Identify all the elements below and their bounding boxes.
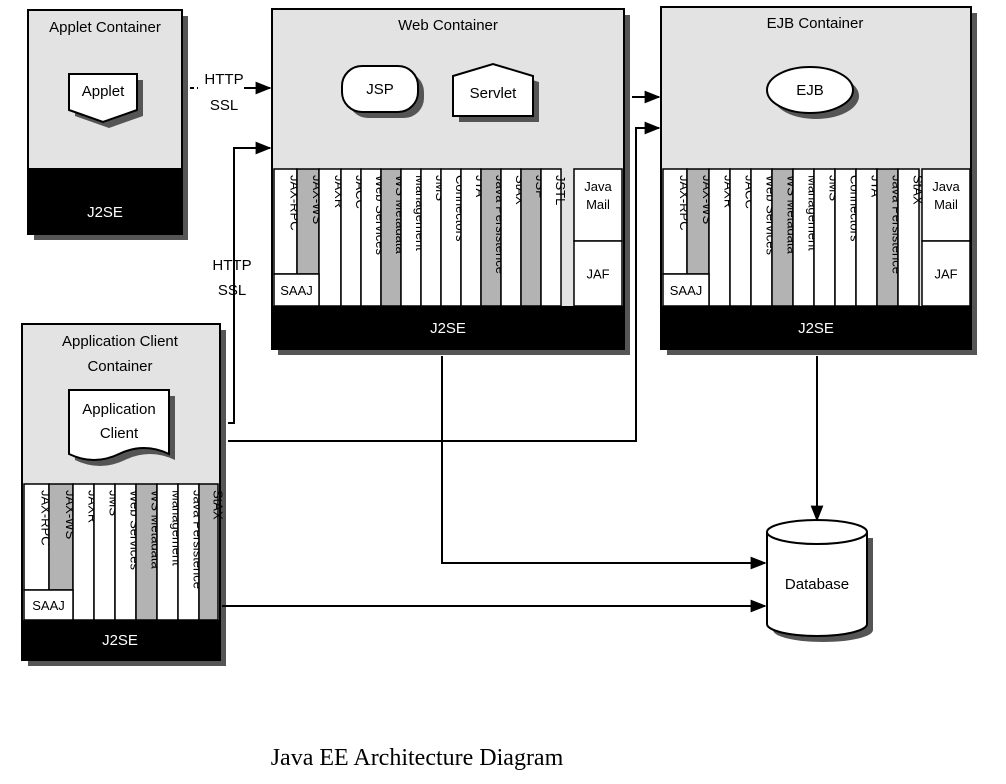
- saaj-label: SAAJ: [32, 598, 65, 613]
- api-label-jstl: JSTL: [553, 175, 568, 205]
- applet-component: Applet: [68, 73, 143, 128]
- applet-container-title: Applet Container: [49, 19, 161, 36]
- web-to-database-arrow: [441, 356, 767, 570]
- database-label: Database: [785, 576, 849, 593]
- client-to-web-arrow: [228, 141, 272, 424]
- saaj-label: SAAJ: [280, 283, 313, 298]
- web-container-title: Web Container: [398, 17, 498, 34]
- connectors: [190, 81, 824, 613]
- jaf-label: JAF: [934, 267, 957, 282]
- java-mail-box: [921, 168, 971, 242]
- app-client-component: Application Client: [68, 389, 175, 466]
- saaj-label: SAAJ: [670, 283, 703, 298]
- servlet-label: Servlet: [470, 85, 518, 102]
- ejb-j2se-label: J2SE: [798, 320, 834, 337]
- web-j2se-label: J2SE: [430, 320, 466, 337]
- ssl-label-bottom: SSL: [218, 282, 246, 299]
- java-mail-label: Mail: [586, 197, 610, 212]
- http-label-top: HTTP: [204, 71, 243, 88]
- client-to-ejb-arrow: [228, 121, 661, 442]
- jaf-box: [921, 240, 971, 307]
- app-client-label-line2: Client: [100, 425, 139, 442]
- ssl-label-top: SSL: [210, 97, 238, 114]
- saaj-box: [662, 273, 710, 307]
- java-mail-label: Java: [584, 179, 612, 194]
- applet-j2se-label: J2SE: [87, 204, 123, 221]
- protocol-labels-top: HTTP SSL: [204, 71, 243, 114]
- ejb-container-title: EJB Container: [767, 15, 864, 32]
- jaf-label: JAF: [586, 267, 609, 282]
- java-mail-label: Mail: [934, 197, 958, 212]
- app-client-title-line1: Application Client: [62, 333, 179, 350]
- applet-container: Applet Container Applet J2SE: [27, 9, 188, 240]
- jsp-label: JSP: [366, 81, 394, 98]
- app-client-title-line2: Container: [87, 358, 152, 375]
- api-cell-jax-rpc: [23, 483, 50, 591]
- http-label-bottom: HTTP: [212, 257, 251, 274]
- app-client-container: Application Client Container Application…: [21, 323, 226, 666]
- jsp-component: JSP: [341, 65, 424, 118]
- protocol-labels-bottom: HTTP SSL: [212, 257, 251, 299]
- ejb-label: EJB: [796, 82, 824, 99]
- client-j2se-label: J2SE: [102, 632, 138, 649]
- ejb-component: EJB: [766, 66, 859, 119]
- app-client-label-line1: Application: [82, 401, 155, 418]
- java-mail-box: [573, 168, 623, 242]
- servlet-component: Servlet: [452, 62, 539, 122]
- diagram-caption: Java EE Architecture Diagram: [271, 745, 564, 771]
- api-label-stax: StAX: [211, 490, 226, 520]
- java-mail-label: Java: [932, 179, 960, 194]
- jaf-box: [573, 240, 623, 307]
- applet-label: Applet: [82, 83, 125, 100]
- saaj-box: [273, 273, 320, 307]
- database: Database: [766, 519, 873, 642]
